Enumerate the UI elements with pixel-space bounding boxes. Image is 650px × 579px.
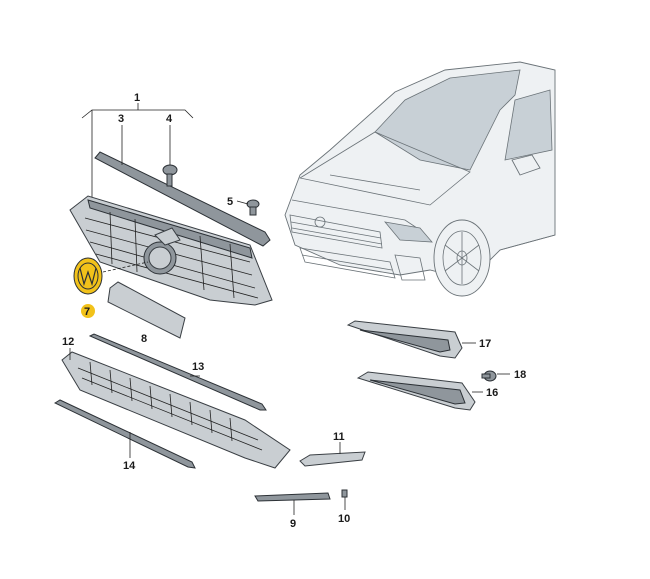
- lower-grille: [61, 351, 291, 469]
- callout-7: 7: [84, 306, 90, 318]
- license-plate-bracket: [107, 281, 186, 339]
- screw-18: [481, 370, 497, 382]
- callout-16: 16: [486, 387, 498, 399]
- emblem: [73, 257, 103, 295]
- windshield: [374, 69, 521, 171]
- side-mirror: [511, 154, 541, 176]
- callout-14: 14: [123, 460, 136, 472]
- callout-4: 4: [166, 113, 173, 125]
- small-bottom-strip: [254, 492, 331, 502]
- front-wheel: [433, 219, 491, 297]
- small-trim-piece: [299, 451, 366, 467]
- car-front-view: [284, 61, 556, 297]
- upper-grille: [69, 195, 273, 306]
- car-grille: [289, 214, 383, 249]
- callout-18: 18: [514, 369, 526, 381]
- callout-9: 9: [290, 518, 296, 530]
- callout-3: 3: [118, 113, 124, 125]
- group-bracket-1: [81, 103, 194, 200]
- fastener: [341, 489, 348, 498]
- callout-10: 10: [338, 513, 350, 525]
- grille-trim-strip: [94, 151, 271, 247]
- callout-1: 1: [134, 92, 140, 104]
- fog-light-cover-lower: [356, 371, 476, 411]
- headlight: [383, 221, 433, 243]
- side-window: [504, 89, 553, 161]
- lower-left-strip: [53, 399, 196, 469]
- callout-7-highlight: [81, 304, 95, 318]
- clip: [246, 199, 260, 216]
- callout-11: 11: [333, 431, 345, 443]
- callout-5: 5: [227, 196, 233, 208]
- lower-trim-strip: [88, 333, 267, 411]
- callout-17: 17: [479, 338, 491, 350]
- screw: [162, 164, 178, 187]
- callout-12: 12: [62, 336, 74, 348]
- callout-13: 13: [192, 361, 204, 373]
- fog-light-cover-upper: [346, 320, 463, 359]
- callout-8: 8: [141, 333, 147, 345]
